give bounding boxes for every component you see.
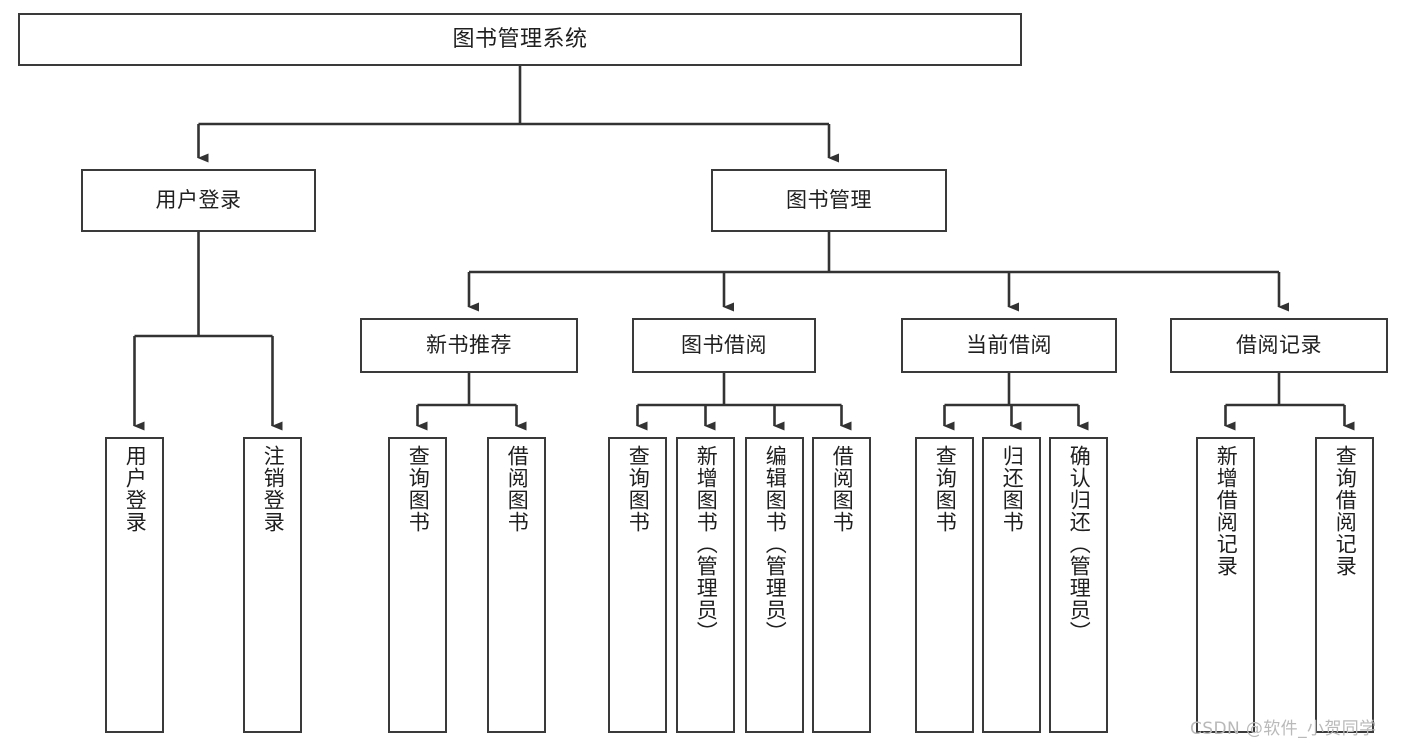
node-root[interactable]: 图书管理系统 bbox=[18, 13, 1022, 66]
node-label-root: 图书管理系统 bbox=[452, 26, 588, 52]
node-label-leaf-confirm-return: 确认归还（管理员） bbox=[1067, 445, 1092, 643]
node-label-user-login: 用户登录 bbox=[155, 188, 242, 213]
node-borrow-record[interactable]: 借阅记录 bbox=[1170, 318, 1388, 373]
node-leaf-query-book-current[interactable]: 查询图书 bbox=[915, 437, 974, 733]
connector-lines bbox=[133, 66, 1355, 431]
node-label-leaf-logout: 注销登录 bbox=[261, 445, 286, 533]
node-leaf-query-book-recommend[interactable]: 查询图书 bbox=[388, 437, 447, 733]
node-label-leaf-query-borrow-record: 查询借阅记录 bbox=[1333, 445, 1358, 577]
node-leaf-query-borrow-record[interactable]: 查询借阅记录 bbox=[1315, 437, 1374, 733]
node-label-new-book-recommend: 新书推荐 bbox=[426, 333, 512, 358]
node-label-leaf-borrow-book: 借阅图书 bbox=[830, 445, 855, 533]
node-leaf-add-borrow-record[interactable]: 新增借阅记录 bbox=[1196, 437, 1255, 733]
node-current-borrow[interactable]: 当前借阅 bbox=[901, 318, 1117, 373]
node-leaf-user-login[interactable]: 用户登录 bbox=[105, 437, 164, 733]
node-leaf-borrow-book[interactable]: 借阅图书 bbox=[812, 437, 871, 733]
node-label-leaf-query-book-borrow: 查询图书 bbox=[626, 445, 651, 533]
node-book-management[interactable]: 图书管理 bbox=[711, 169, 947, 232]
node-label-leaf-user-login: 用户登录 bbox=[123, 445, 148, 533]
node-label-leaf-query-book-current: 查询图书 bbox=[933, 445, 958, 533]
node-label-book-management: 图书管理 bbox=[786, 188, 872, 213]
node-label-leaf-borrow-book-recommend: 借阅图书 bbox=[505, 445, 530, 533]
node-leaf-add-book[interactable]: 新增图书（管理员） bbox=[676, 437, 735, 733]
node-label-leaf-edit-book: 编辑图书（管理员） bbox=[763, 445, 788, 643]
node-book-borrow[interactable]: 图书借阅 bbox=[632, 318, 816, 373]
node-label-current-borrow: 当前借阅 bbox=[966, 333, 1052, 358]
node-label-leaf-add-borrow-record: 新增借阅记录 bbox=[1214, 445, 1239, 577]
node-user-login[interactable]: 用户登录 bbox=[81, 169, 316, 232]
node-leaf-borrow-book-recommend[interactable]: 借阅图书 bbox=[487, 437, 546, 733]
node-leaf-return-book[interactable]: 归还图书 bbox=[982, 437, 1041, 733]
node-leaf-logout[interactable]: 注销登录 bbox=[243, 437, 302, 733]
node-label-leaf-add-book: 新增图书（管理员） bbox=[694, 445, 719, 643]
node-label-leaf-return-book: 归还图书 bbox=[1000, 445, 1025, 533]
node-new-book-recommend[interactable]: 新书推荐 bbox=[360, 318, 578, 373]
node-label-leaf-query-book-recommend: 查询图书 bbox=[406, 445, 431, 533]
node-label-borrow-record: 借阅记录 bbox=[1236, 333, 1322, 358]
watermark-text: CSDN @软件_小贺同学 bbox=[1190, 719, 1377, 739]
node-leaf-confirm-return[interactable]: 确认归还（管理员） bbox=[1049, 437, 1108, 733]
node-label-book-borrow: 图书借阅 bbox=[681, 333, 767, 358]
node-leaf-query-book-borrow[interactable]: 查询图书 bbox=[608, 437, 667, 733]
node-leaf-edit-book[interactable]: 编辑图书（管理员） bbox=[745, 437, 804, 733]
